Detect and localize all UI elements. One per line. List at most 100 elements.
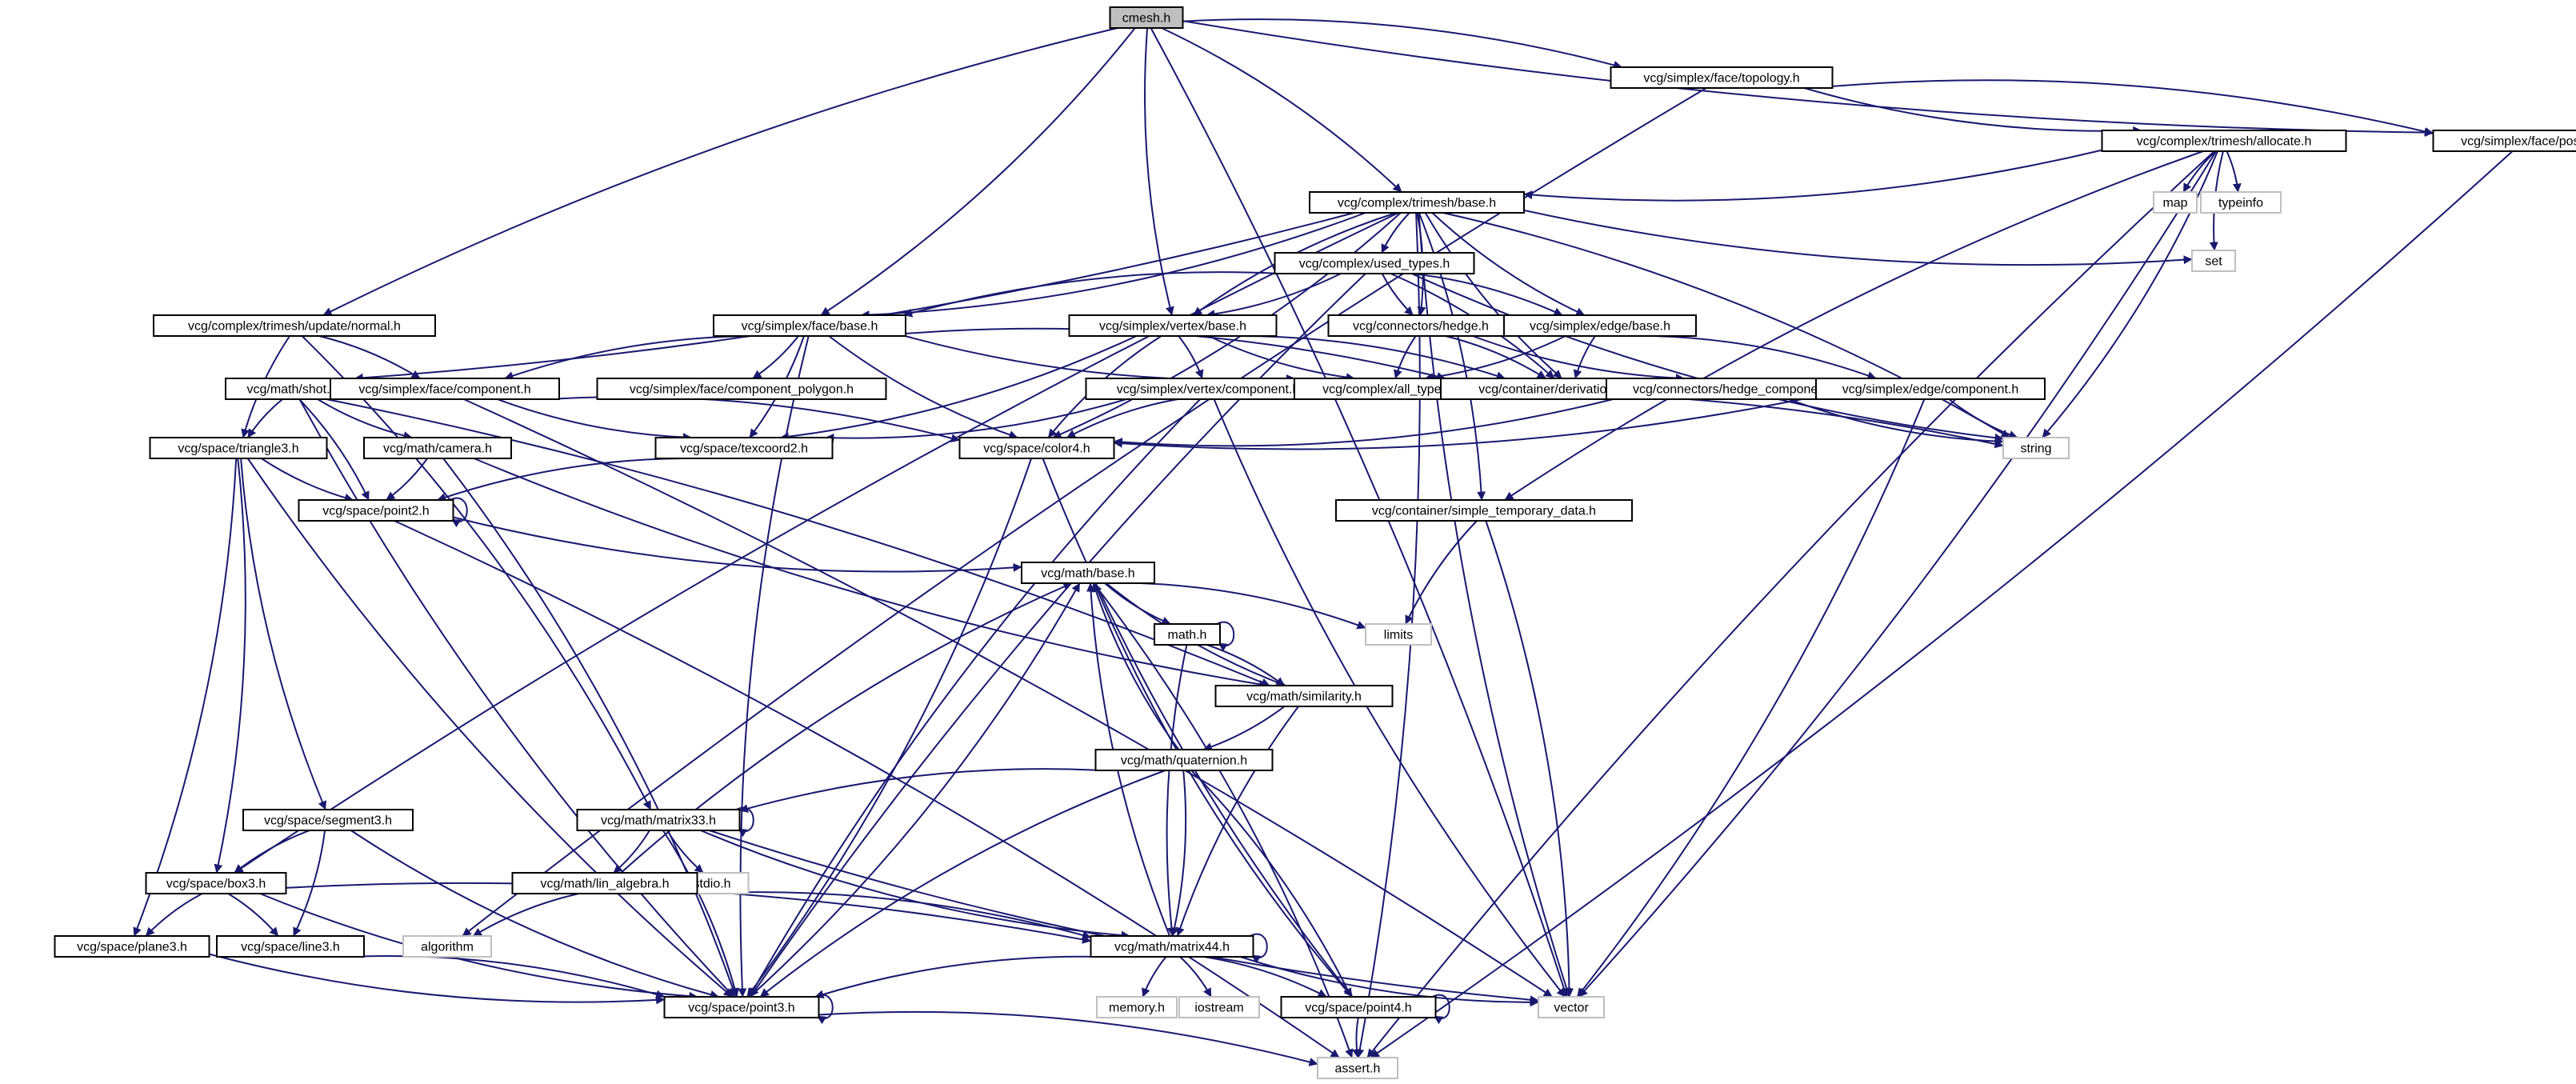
node-box (1503, 314, 1697, 337)
node-label: vcg/space/triangle3.h (178, 442, 298, 456)
edge-triangle3-point2 (261, 458, 354, 502)
node-used_types[interactable]: vcg/complex/used_types.h (1274, 252, 1475, 274)
node-point3[interactable]: vcg/space/point3.h (663, 996, 820, 1018)
edge-cmesh-topology (1182, 18, 1622, 70)
edge-tribase-color4 (1052, 212, 1402, 438)
edge-vertexcomp-vector (1213, 398, 1566, 998)
node-label: limits (1384, 629, 1413, 642)
node-box (1280, 996, 1437, 1018)
node-label: vcg/space/line3.h (241, 941, 340, 954)
node-simpletemp[interactable]: vcg/container/simple_temporary_data.h (1335, 499, 1633, 522)
node-color4[interactable]: vcg/space/color4.h (958, 437, 1115, 459)
node-pos[interactable]: vcg/simplex/face/pos.h (2432, 130, 2576, 152)
node-texcoord2[interactable]: vcg/space/texcoord2.h (654, 437, 834, 459)
edge-matrix44-iostream (1179, 956, 1212, 998)
edge-topology-pos (1832, 79, 2434, 136)
edge-plane3-point3 (209, 953, 666, 1005)
node-line3[interactable]: vcg/space/line3.h (216, 935, 365, 958)
node-box (576, 809, 741, 831)
node-linalg[interactable]: vcg/math/lin_algebra.h (511, 872, 698, 894)
edge-shot-triangle3 (246, 398, 283, 438)
node-point2[interactable]: vcg/space/point2.h (298, 499, 454, 522)
node-box (2002, 437, 2070, 459)
node-vertexbase[interactable]: vcg/simplex/vertex/base.h (1068, 314, 1278, 337)
node-box (1154, 623, 1221, 646)
edge-tribase-used_types (1381, 212, 1410, 254)
edge-tribase-set (1523, 209, 2193, 266)
edge-edgecomp-color4 (1113, 395, 1817, 450)
edge-quaternion-matrix44 (1170, 770, 1187, 937)
edge-camera-similarity (474, 458, 1269, 689)
edge-used_types-facebase (903, 271, 1281, 318)
node-box (145, 872, 287, 894)
node-label: vcg/container/simple_temporary_data.h (1372, 505, 1596, 518)
node-box (2432, 130, 2576, 152)
edge-mathh-matrix44 (1166, 644, 1188, 937)
node-facecomppoly[interactable]: vcg/simplex/face/component_polygon.h (596, 378, 887, 400)
node-label: vcg/connectors/hedge_component.h (1633, 383, 1839, 397)
edge-facebase-alltypes (905, 335, 1296, 384)
edge-tribase-shot (354, 212, 1354, 382)
node-label: vcg/simplex/face/topology.h (1643, 72, 1799, 86)
node-topology[interactable]: vcg/simplex/face/topology.h (1610, 66, 1834, 89)
node-cmesh[interactable]: cmesh.h (1109, 6, 1184, 29)
node-triangle3[interactable]: vcg/space/triangle3.h (149, 437, 328, 459)
node-box (511, 872, 698, 894)
edge-hedgecomp-string (1788, 398, 2004, 446)
node-facebase[interactable]: vcg/simplex/face/base.h (713, 314, 906, 337)
node-camera[interactable]: vcg/math/camera.h (363, 437, 512, 459)
edge-point2-assert (394, 520, 1340, 1058)
node-label: vcg/space/texcoord2.h (680, 442, 808, 456)
edge-vertexcomp-color4 (1066, 398, 1178, 438)
edge-quaternion-point3 (759, 770, 1166, 998)
edge-triangle3-plane3 (133, 458, 238, 937)
edge-vertexbase-alltypes (1208, 335, 1355, 382)
node-similarity[interactable]: vcg/math/similarity.h (1214, 685, 1394, 707)
edge-hedge-derivation (1445, 335, 1546, 379)
node-box (1094, 749, 1274, 771)
edge-camera-point3 (442, 458, 738, 998)
node-matrix44[interactable]: vcg/math/matrix44.h (1090, 935, 1254, 958)
node-hedge[interactable]: vcg/connectors/hedge.h (1327, 314, 1514, 337)
edge-point4-assert (1352, 1017, 1362, 1058)
node-facecomp[interactable]: vcg/simplex/face/component.h (330, 378, 560, 400)
node-label: algorithm (421, 941, 474, 954)
edge-shot-point3 (298, 398, 735, 998)
node-mathh[interactable]: math.h (1154, 623, 1221, 646)
edge-line3-point3 (363, 955, 666, 999)
edge-pos-assert (1370, 150, 2514, 1058)
node-normal[interactable]: vcg/complex/trimesh/update/normal.h (153, 314, 436, 337)
node-tribase[interactable]: vcg/complex/trimesh/base.h (1309, 191, 1525, 214)
edge-quaternion-matrix33 (738, 768, 1096, 813)
node-edgebase[interactable]: vcg/simplex/edge/base.h (1503, 314, 1697, 337)
edge-vertexcomp-point3 (748, 398, 1201, 998)
node-quaternion[interactable]: vcg/math/quaternion.h (1094, 749, 1274, 771)
edge-mathbase-limits (1140, 582, 1366, 630)
node-iostream: iostream (1178, 996, 1260, 1018)
edge-facebase-facecomppoly (752, 335, 799, 379)
edge-matrix44-point4 (1203, 956, 1327, 998)
node-plane3[interactable]: vcg/space/plane3.h (54, 935, 210, 958)
node-vertexcomp[interactable]: vcg/simplex/vertex/component.h (1085, 378, 1331, 400)
edge-matrix33-stdio (666, 830, 704, 874)
node-label: assert.h (1335, 1062, 1381, 1076)
node-label: vcg/space/color4.h (983, 442, 1090, 456)
edge-matrix44-vector (1240, 956, 1539, 1007)
node-box3[interactable]: vcg/space/box3.h (145, 872, 287, 894)
node-box (149, 437, 328, 459)
node-segment3[interactable]: vcg/space/segment3.h (242, 809, 414, 831)
node-point4[interactable]: vcg/space/point4.h (1280, 996, 1437, 1018)
edge-color4-point3 (746, 458, 1033, 998)
node-allocate[interactable]: vcg/complex/trimesh/allocate.h (2101, 130, 2347, 152)
node-matrix33[interactable]: vcg/math/matrix33.h (576, 809, 741, 831)
node-box (298, 499, 454, 522)
edge-box3-point3 (259, 893, 698, 1001)
node-edgecomp[interactable]: vcg/simplex/edge/component.h (1815, 378, 2046, 400)
node-label: vcg/simplex/face/base.h (742, 320, 878, 334)
edge-tribase-derivation (1424, 212, 1562, 379)
edge-simpletemp-vector (1485, 520, 1574, 998)
node-mathbase[interactable]: vcg/math/base.h (1021, 562, 1155, 584)
node-label: vcg/math/base.h (1041, 567, 1134, 581)
node-box (663, 996, 820, 1018)
